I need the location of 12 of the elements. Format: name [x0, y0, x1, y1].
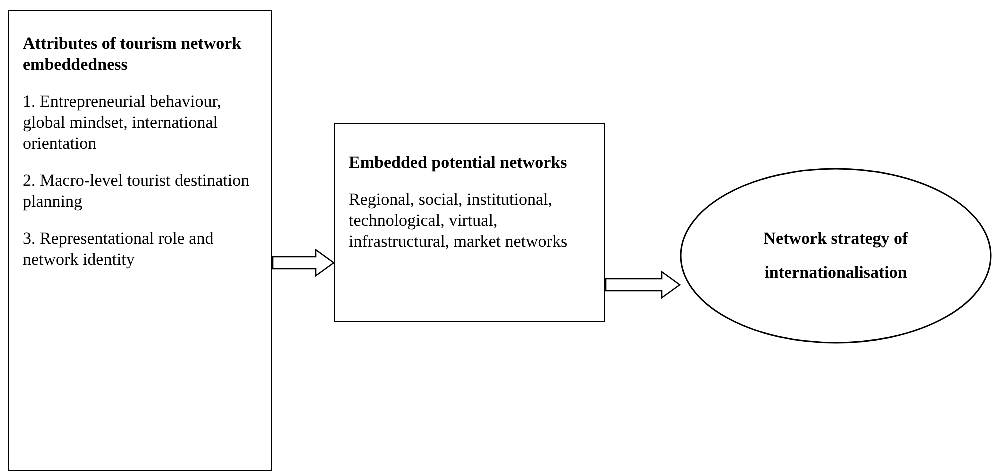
block-arrow	[272, 248, 336, 278]
node-title: Embedded potential networks	[349, 152, 568, 173]
text-box	[334, 123, 605, 322]
node-title: Network strategy of internationalisation	[762, 228, 910, 284]
node-text: 3. Representational role and network identity	[23, 228, 215, 270]
node-text: 2. Macro-level tourist destination planning	[23, 170, 251, 212]
block-arrow	[605, 270, 682, 300]
node-text: Regional, social, institutional, technological, virtual, infrastructural, market networks	[349, 189, 569, 252]
ellipse-node	[680, 168, 992, 344]
node-title: Attributes of tourism network embeddedness	[23, 33, 243, 75]
text-box	[8, 10, 272, 471]
node-text: 1. Entrepreneurial behaviour, global mindset, international orientation	[23, 91, 223, 154]
